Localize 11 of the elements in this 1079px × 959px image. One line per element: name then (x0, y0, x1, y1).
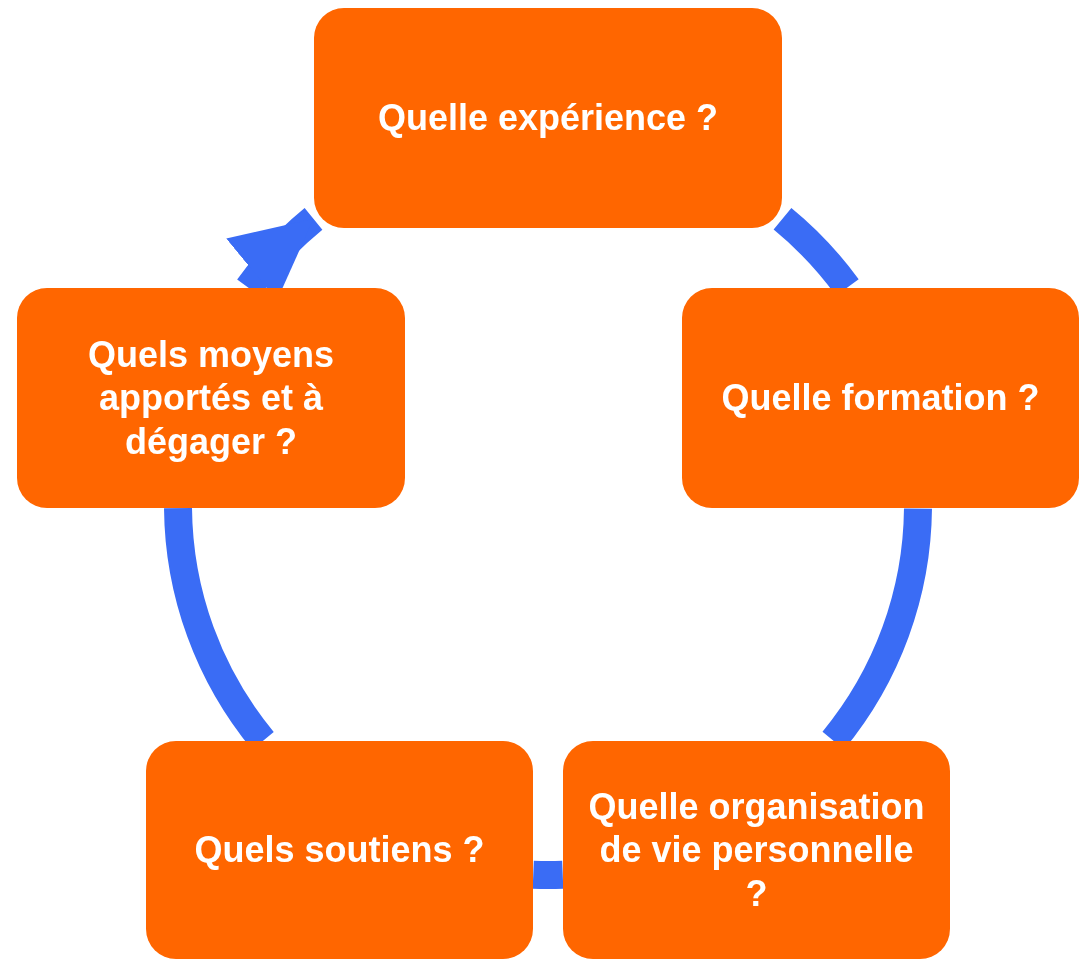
process-box (17, 288, 405, 508)
process-box (563, 741, 950, 959)
box-label: Quels soutiens ? (194, 828, 485, 872)
process-box (146, 741, 533, 959)
box-label: Quelle formation ? (721, 376, 1040, 420)
box-label: Quelle organisation de vie personnelle ? (587, 785, 926, 915)
process-box (314, 8, 782, 228)
connector-arc (532, 860, 564, 889)
box-label: Quels moyens apportés et à dégager ? (86, 333, 336, 463)
process-box (682, 288, 1079, 508)
box-label: Quelle expérience ? (377, 96, 719, 140)
